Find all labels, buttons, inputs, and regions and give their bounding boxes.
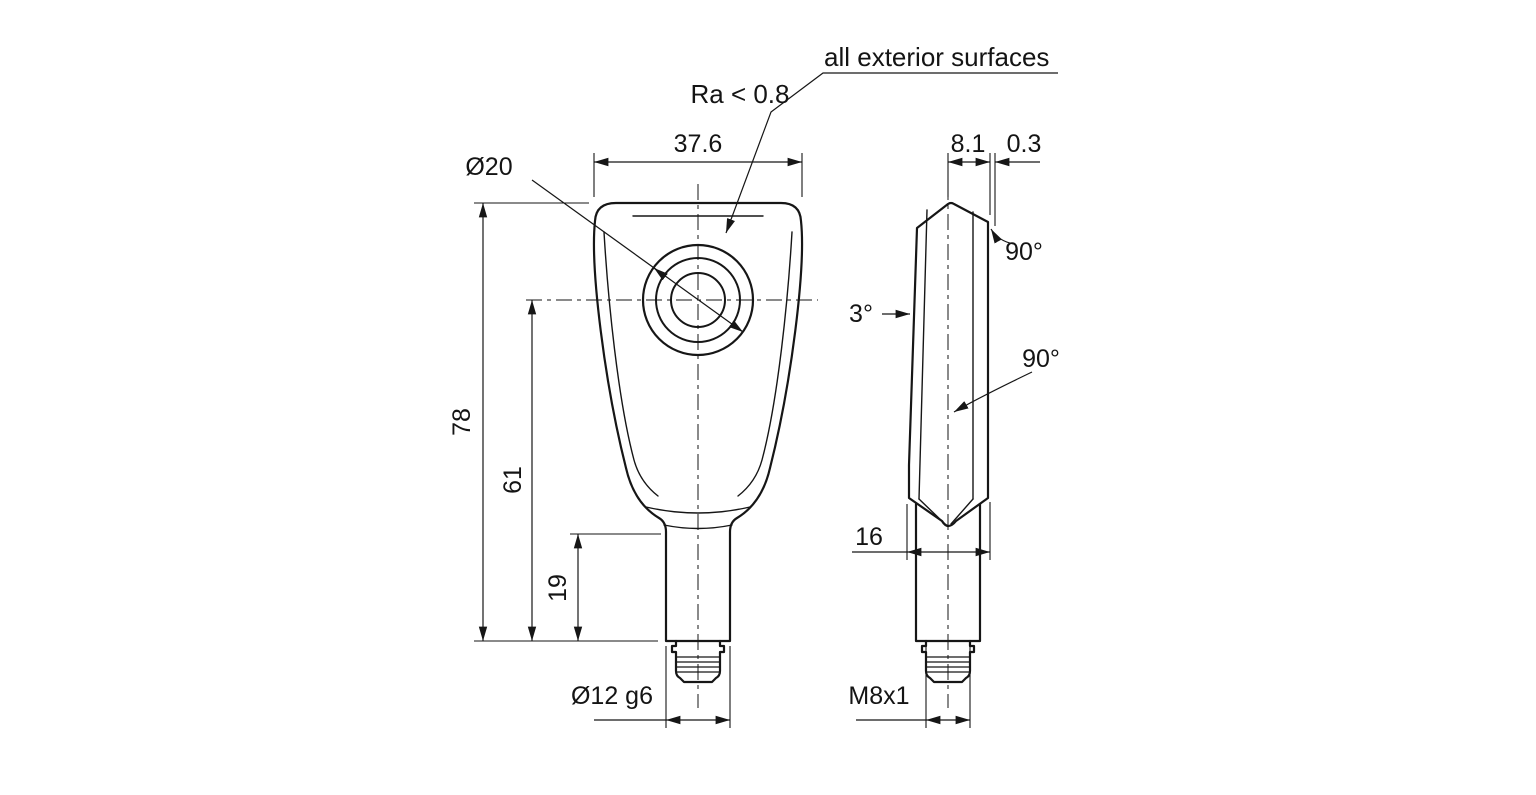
dim-thread: M8x1 bbox=[848, 646, 971, 728]
side-stem-outline bbox=[914, 502, 982, 643]
dim-stem-length: 19 bbox=[544, 533, 661, 641]
leader-arrow bbox=[653, 267, 668, 281]
dim-taper-angle-label: 3° bbox=[849, 300, 873, 328]
dim-stem-diameter-label: Ø12 g6 bbox=[571, 682, 653, 710]
dim-hole-center-height: 61 bbox=[499, 300, 537, 641]
dim-hole-center-height-label: 61 bbox=[499, 466, 527, 494]
side-bottom-right-facet-line bbox=[950, 498, 974, 525]
front-left-chamfer-line bbox=[603, 231, 659, 497]
leader-line bbox=[990, 228, 1015, 245]
dim-overall-height: 78 bbox=[448, 202, 658, 642]
roughness-label: Ra < 0.8 bbox=[690, 79, 789, 109]
front-shoulder-line bbox=[645, 506, 751, 514]
side-thread-lines bbox=[926, 656, 970, 673]
front-right-chamfer-line bbox=[737, 231, 793, 497]
front-connector-outline bbox=[670, 639, 726, 684]
dim-overall-height-label: 78 bbox=[448, 408, 476, 436]
front-view bbox=[526, 184, 818, 708]
front-body-outline bbox=[592, 201, 804, 643]
dim-hole-diameter-label: Ø20 bbox=[465, 153, 512, 181]
leader-line bbox=[953, 371, 1033, 413]
dim-front-width: 37.6 bbox=[593, 130, 803, 197]
hole-circle bbox=[670, 272, 726, 328]
dim-side-depth-label: 8.1 bbox=[951, 130, 986, 158]
leader-line bbox=[531, 179, 744, 333]
dim-edge-flat: 0.3 bbox=[994, 130, 1042, 226]
surface-finish-note: all exterior surfaces Ra < 0.8 bbox=[690, 42, 1058, 234]
dim-hole-diameter: Ø20 bbox=[465, 153, 744, 333]
leader-line bbox=[725, 72, 1058, 234]
side-bottom-left-facet-line bbox=[918, 498, 946, 525]
dim-stem-diameter: Ø12 g6 bbox=[571, 646, 731, 728]
dim-taper-angle: 3° bbox=[849, 300, 910, 328]
dim-stem-length-label: 19 bbox=[544, 574, 572, 602]
counterbore-circle bbox=[655, 257, 741, 343]
dim-edge-flat-label: 0.3 bbox=[1007, 130, 1042, 158]
dim-front-width-label: 37.6 bbox=[674, 130, 723, 158]
dim-side-depth: 8.1 bbox=[947, 130, 991, 215]
dim-top-chamfer-angle-label: 90° bbox=[1005, 238, 1043, 266]
dim-bottom-chamfer-angle: 90° bbox=[953, 345, 1060, 413]
front-neck-line bbox=[663, 524, 733, 530]
dim-base-depth: 16 bbox=[852, 502, 991, 560]
dim-bottom-chamfer-angle-label: 90° bbox=[1022, 345, 1060, 373]
dim-base-depth-label: 16 bbox=[855, 523, 883, 551]
boss-circle bbox=[641, 243, 755, 357]
surface-note-label: all exterior surfaces bbox=[824, 42, 1049, 72]
side-left-facet-line bbox=[918, 209, 928, 500]
dimensions: 37.6 78 61 19 Ø12 g6 bbox=[448, 42, 1060, 728]
dim-thread-label: M8x1 bbox=[848, 682, 909, 710]
front-thread-lines bbox=[676, 656, 720, 673]
dim-top-chamfer-angle: 90° bbox=[990, 228, 1043, 266]
side-view bbox=[907, 184, 990, 708]
